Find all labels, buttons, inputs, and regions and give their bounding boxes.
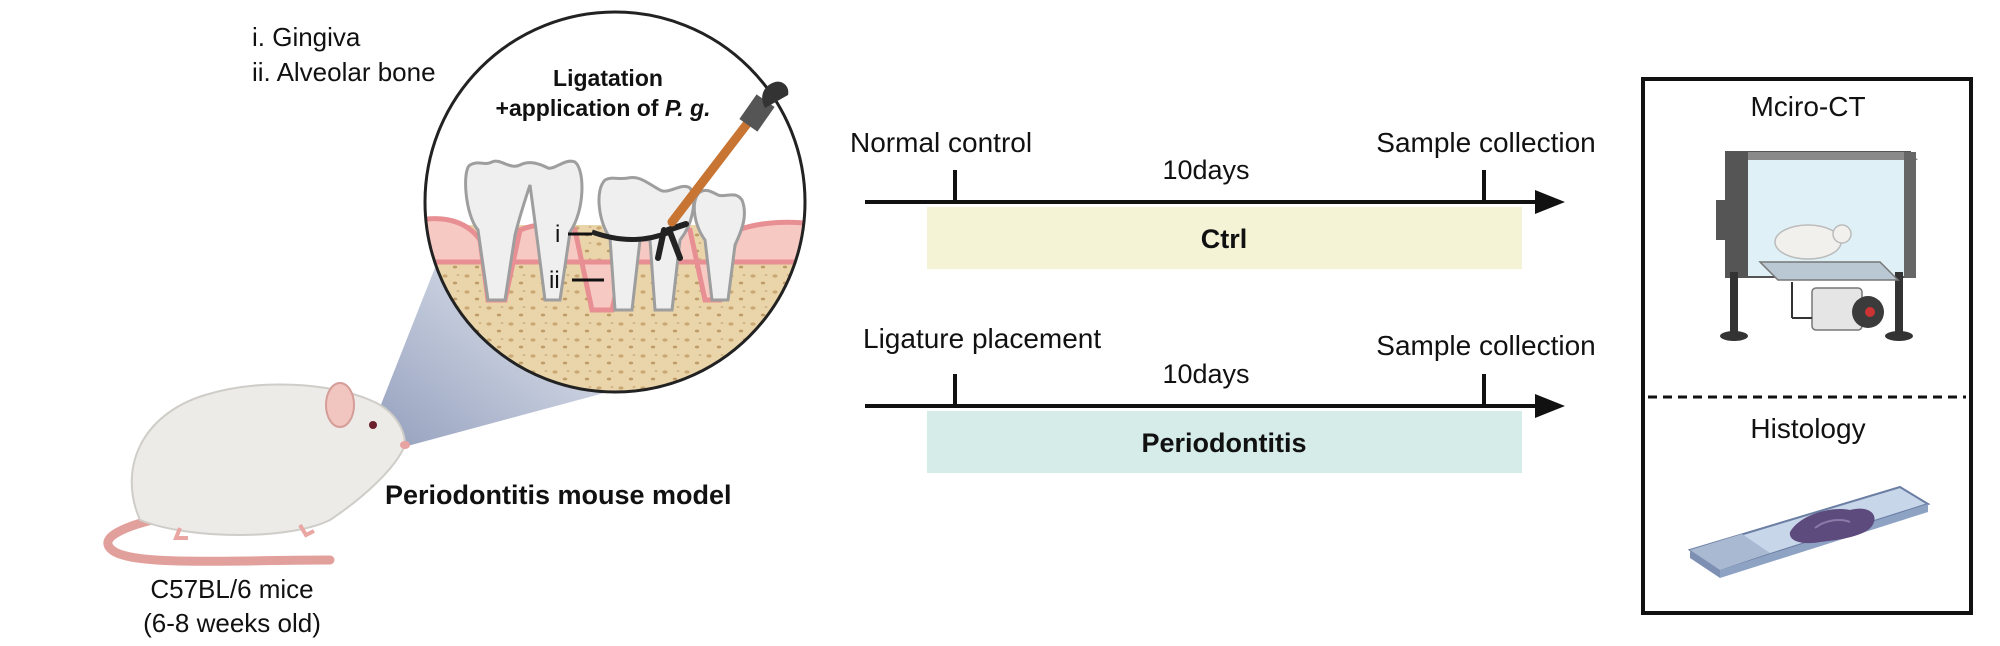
tooth-3: [692, 188, 746, 302]
mouse-tail: [103, 515, 335, 566]
ligature-knot: [655, 221, 689, 261]
timeline-control: Normal control 10days Sample collection …: [850, 127, 1596, 269]
marker-ii-label: ii: [549, 267, 560, 294]
analysis-border: [1641, 77, 1973, 615]
micro-ct-label: Mciro-CT: [1750, 91, 1865, 122]
model-label: Periodontitis mouse model: [385, 480, 732, 510]
group-label-periodontitis: Periodontitis: [1141, 428, 1306, 458]
analysis-panel: Mciro-CT Histology: [1641, 77, 1973, 615]
tissue-section: [1789, 508, 1875, 544]
pipette-bulb: [762, 81, 789, 108]
legend-alveolar-bone: ii. Alveolar bone: [252, 57, 436, 87]
timeline-arrowhead: [1535, 394, 1565, 418]
scanner-mouse: [1774, 224, 1842, 260]
timeline-start-label: Ligature placement: [863, 323, 1101, 354]
tooth-1: [464, 159, 584, 302]
mouse-strain: C57BL/6 mice: [150, 574, 313, 604]
magnification-funnel: [365, 255, 608, 448]
pipette-tip: [667, 115, 755, 227]
mouse-age: (6-8 weeks old): [143, 608, 321, 638]
mouse-illustration: [103, 382, 410, 566]
mouse-eye: [369, 421, 377, 429]
inset-title-line1: Ligatation: [553, 65, 663, 91]
mouse-nose: [400, 441, 410, 449]
timeline-arrowhead: [1535, 190, 1565, 214]
histology-label: Histology: [1750, 413, 1865, 444]
timeline-end-label: Sample collection: [1376, 127, 1595, 158]
mouse-front-paw: [298, 523, 315, 538]
tooth-inset: Ligatation +application of P. g. i ii: [423, 10, 807, 394]
mouse-ear: [325, 382, 355, 428]
inset-title-line2: +application of P. g.: [496, 95, 711, 121]
timeline-duration: 10days: [1162, 155, 1249, 185]
group-bar-periodontitis: [927, 411, 1522, 473]
legend-gingiva: i. Gingiva: [252, 22, 361, 52]
timeline-periodontitis: Ligature placement 10days Sample collect…: [863, 323, 1596, 473]
group-bar-ctrl: [927, 207, 1522, 269]
inset-border: [423, 10, 807, 394]
marker-i-label: i: [555, 221, 560, 248]
mouse-body: [130, 383, 407, 536]
histology-slide: [1687, 485, 1931, 578]
group-label-ctrl: Ctrl: [1201, 224, 1248, 254]
micro-ct-scanner: [1716, 151, 1918, 341]
timeline-start-label: Normal control: [850, 127, 1032, 158]
mouse-hind-paw: [173, 527, 188, 540]
timeline-end-label: Sample collection: [1376, 330, 1595, 361]
timeline-duration: 10days: [1162, 359, 1249, 389]
